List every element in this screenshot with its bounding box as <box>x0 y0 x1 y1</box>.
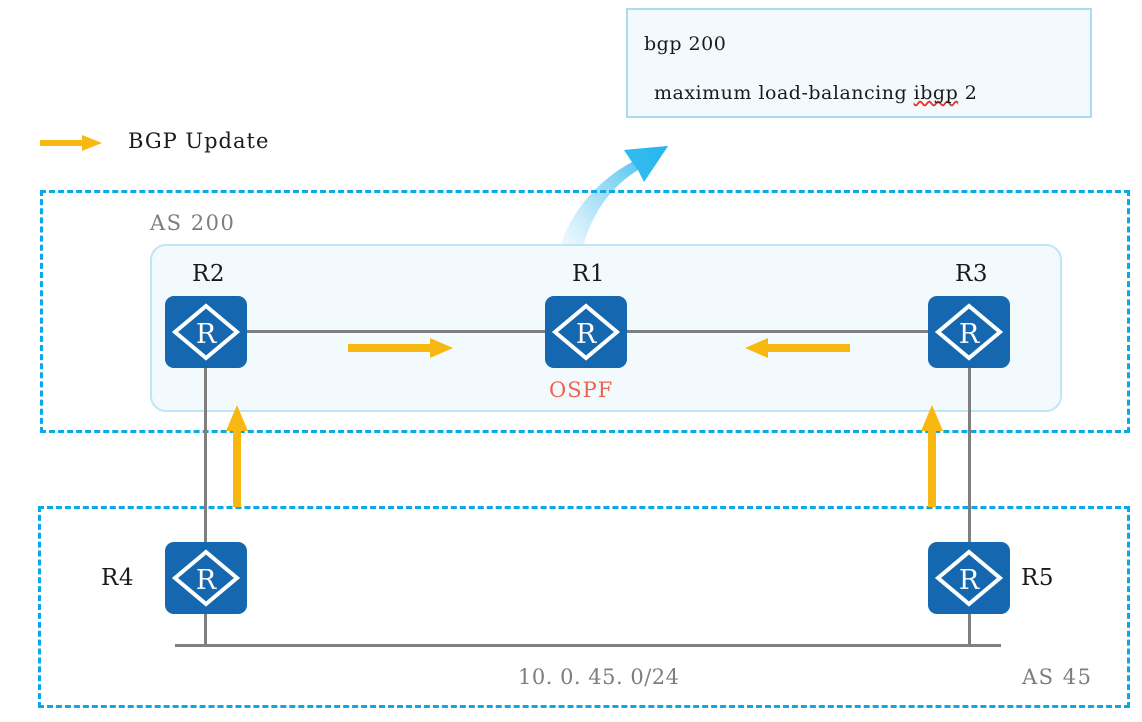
bgp-update-arrow-r4-to-r2-icon <box>226 405 248 507</box>
ospf-area-label: OSPF <box>549 378 614 402</box>
config-line-bgp-200: bgp 200 <box>644 33 727 55</box>
bgp-config-callout: bgp 200 maximum load-balancing ibgp 2 <box>626 8 1092 118</box>
router-icon: R <box>934 549 1004 607</box>
router-label-r3: R3 <box>955 261 988 287</box>
router-label-r1: R1 <box>572 261 605 287</box>
router-icon: R <box>934 303 1004 361</box>
bgp-update-arrow-r3-to-r1-icon <box>745 338 850 358</box>
router-r3[interactable]: R <box>928 296 1010 368</box>
bgp-update-arrow-r5-to-r3-icon <box>921 405 943 507</box>
router-label-r2: R2 <box>192 261 225 287</box>
link-r3-r5 <box>968 366 971 546</box>
link-r1-r3 <box>626 330 928 333</box>
router-r1[interactable]: R <box>545 296 627 368</box>
as-boundary-200 <box>40 190 1130 433</box>
link-r4-bus <box>204 612 207 647</box>
router-r4[interactable]: R <box>165 542 247 614</box>
bgp-update-arrow-r2-to-r1-icon <box>348 338 453 358</box>
svg-text:R: R <box>196 319 217 350</box>
svg-text:R: R <box>959 565 980 596</box>
link-r2-r1 <box>245 330 546 333</box>
router-label-r4: R4 <box>101 565 134 591</box>
link-subnet-bus <box>175 644 1001 647</box>
router-icon: R <box>551 303 621 361</box>
router-r2[interactable]: R <box>165 296 247 368</box>
config-text-prefix: maximum load-balancing <box>654 82 914 104</box>
router-r5[interactable]: R <box>928 542 1010 614</box>
legend-label-bgp-update: BGP Update <box>128 129 270 153</box>
svg-text:R: R <box>196 565 217 596</box>
as-label-200: AS 200 <box>150 211 236 235</box>
legend-bgp-update-arrow-icon <box>40 135 102 151</box>
link-r2-r4 <box>204 366 207 546</box>
router-label-r5: R5 <box>1021 565 1054 591</box>
router-icon: R <box>171 303 241 361</box>
subnet-label: 10. 0. 45. 0/24 <box>518 665 680 689</box>
link-r5-bus <box>968 612 971 647</box>
svg-text:R: R <box>959 319 980 350</box>
svg-text:R: R <box>576 319 597 350</box>
as-label-45: AS 45 <box>1022 665 1093 689</box>
config-text-suffix: 2 <box>958 82 978 104</box>
router-icon: R <box>171 549 241 607</box>
as-boundary-45 <box>38 506 1130 708</box>
config-line-maximum-load-balancing: maximum load-balancing ibgp 2 <box>654 82 977 104</box>
config-text-ibgp-misspelled: ibgp <box>913 82 959 104</box>
